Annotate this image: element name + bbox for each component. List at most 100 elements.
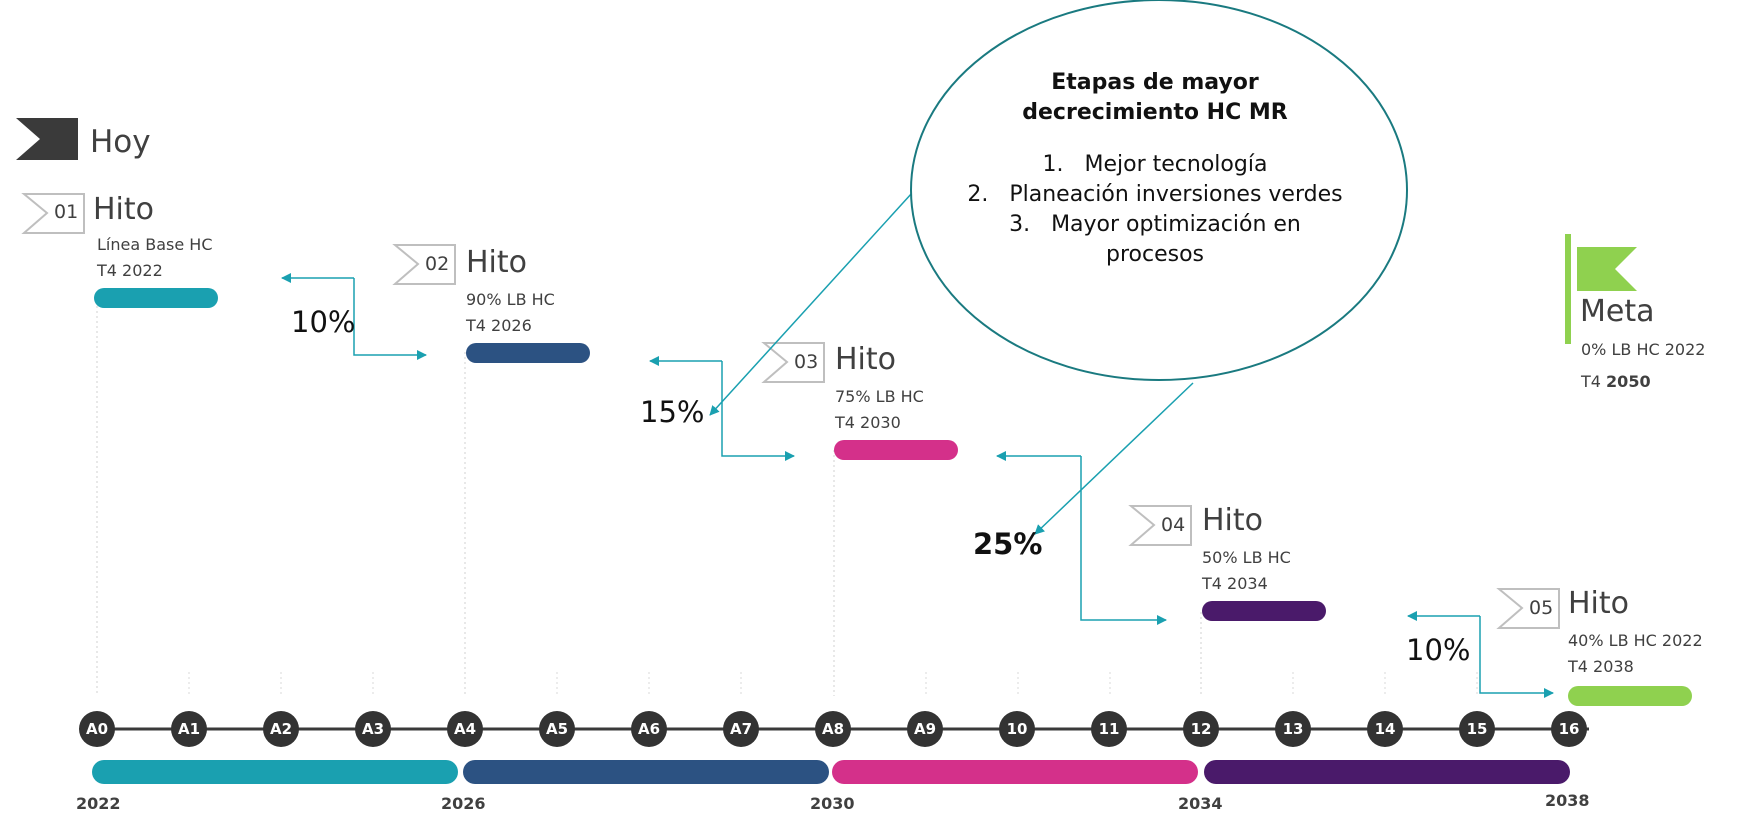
tick-circle-13 bbox=[1275, 711, 1311, 747]
reduction-pct-4: 10% bbox=[1406, 633, 1471, 667]
tick-circle-12 bbox=[1183, 711, 1219, 747]
milestone-bar-05 bbox=[1568, 686, 1692, 706]
milestone-bar-03 bbox=[834, 440, 958, 460]
tick-circle-16 bbox=[1551, 711, 1587, 747]
tick-circle-A8 bbox=[815, 711, 851, 747]
callout-item-1: 1. Mejor tecnología bbox=[1042, 152, 1268, 177]
tick-label-A7: A7 bbox=[730, 720, 752, 738]
tick-circle-10 bbox=[999, 711, 1035, 747]
tick-label-A4: A4 bbox=[454, 720, 476, 738]
callout-pointer-1 bbox=[709, 192, 913, 416]
tick-label-A9: A9 bbox=[914, 720, 936, 738]
goal-flag-pole bbox=[1565, 234, 1571, 344]
milestone-line2-05: T4 2038 bbox=[1568, 657, 1634, 676]
milestone-flag-icon-02 bbox=[392, 244, 456, 285]
milestone-bar-01 bbox=[94, 288, 218, 308]
milestone-bar-04 bbox=[1202, 601, 1326, 621]
tick-label-16: 16 bbox=[1559, 720, 1580, 738]
tick-label-12: 12 bbox=[1191, 720, 1212, 738]
phase-bar-2 bbox=[463, 760, 829, 784]
milestone-line2-03: T4 2030 bbox=[835, 413, 901, 432]
callout-list: 1. Mejor tecnología 2. Planeación invers… bbox=[965, 150, 1345, 270]
tick-label-A5: A5 bbox=[546, 720, 568, 738]
milestone-number-03: 03 bbox=[794, 351, 819, 373]
milestone-flag-icon-03 bbox=[761, 342, 825, 383]
phase-bar-3 bbox=[832, 760, 1198, 784]
phase-bar-4 bbox=[1204, 760, 1570, 784]
tick-circle-A5 bbox=[539, 711, 575, 747]
milestone-number-04: 04 bbox=[1161, 514, 1186, 536]
year-label-2022: 2022 bbox=[76, 794, 121, 813]
tick-circle-A9 bbox=[907, 711, 943, 747]
today-flag-icon bbox=[16, 118, 78, 160]
milestone-title-03: Hito bbox=[835, 342, 897, 377]
tick-label-10: 10 bbox=[1007, 720, 1028, 738]
reduction-pct-3: 25% bbox=[973, 527, 1043, 561]
tick-circle-A1 bbox=[171, 711, 207, 747]
tick-circle-15 bbox=[1459, 711, 1495, 747]
tick-label-A3: A3 bbox=[362, 720, 384, 738]
tick-circle-A3 bbox=[355, 711, 391, 747]
goal-flag-icon bbox=[1577, 247, 1637, 291]
tick-circle-A7 bbox=[723, 711, 759, 747]
goal-line2-year: 2050 bbox=[1606, 372, 1651, 391]
milestone-line2-02: T4 2026 bbox=[466, 316, 532, 335]
milestone-flag-icon-05 bbox=[1496, 588, 1560, 629]
tick-label-A0: A0 bbox=[86, 720, 108, 738]
milestone-title-04: Hito bbox=[1202, 503, 1264, 538]
today-label: Hoy bbox=[90, 124, 151, 160]
tick-circle-11 bbox=[1091, 711, 1127, 747]
reduction-pct-2: 15% bbox=[640, 395, 705, 429]
milestone-line1-04: 50% LB HC bbox=[1202, 548, 1291, 567]
milestone-line1-01: Línea Base HC bbox=[97, 235, 213, 254]
callout-ellipse bbox=[910, 0, 1408, 381]
milestone-number-02: 02 bbox=[425, 253, 450, 275]
tick-label-11: 11 bbox=[1099, 720, 1120, 738]
milestone-title-05: Hito bbox=[1568, 586, 1630, 621]
goal-line2: T4 2050 bbox=[1581, 369, 1651, 395]
tick-label-15: 15 bbox=[1467, 720, 1488, 738]
goal-line1: 0% LB HC 2022 bbox=[1581, 340, 1706, 359]
tick-label-13: 13 bbox=[1283, 720, 1304, 738]
callout-pointer-2 bbox=[1034, 382, 1194, 535]
milestone-bar-02 bbox=[466, 343, 590, 363]
callout-title-line1: Etapas de mayor bbox=[1051, 70, 1259, 95]
tick-circle-14 bbox=[1367, 711, 1403, 747]
phase-bar-1 bbox=[92, 760, 458, 784]
callout-item-2: 2. Planeación inversiones verdes bbox=[967, 182, 1343, 207]
milestone-flag-icon-04 bbox=[1128, 505, 1192, 546]
tick-circle-A0 bbox=[79, 711, 115, 747]
milestone-number-01: 01 bbox=[54, 201, 79, 223]
year-label-2034: 2034 bbox=[1178, 794, 1223, 813]
milestone-title-01: Hito bbox=[93, 192, 155, 227]
reduction-pct-1: 10% bbox=[291, 305, 356, 339]
tick-label-A8: A8 bbox=[822, 720, 844, 738]
milestone-line1-02: 90% LB HC bbox=[466, 290, 555, 309]
year-label-2026: 2026 bbox=[441, 794, 486, 813]
tick-label-A6: A6 bbox=[638, 720, 660, 738]
step-arrow-3b bbox=[1080, 456, 1167, 625]
callout-item-3: 3. Mayor optimización en procesos bbox=[1009, 212, 1301, 267]
milestone-flag-icon-01 bbox=[21, 193, 85, 234]
year-label-2030: 2030 bbox=[810, 794, 855, 813]
milestone-line2-01: T4 2022 bbox=[97, 261, 163, 280]
tick-circle-A6 bbox=[631, 711, 667, 747]
milestone-line1-05: 40% LB HC 2022 bbox=[1568, 631, 1703, 650]
milestone-line2-04: T4 2034 bbox=[1202, 574, 1268, 593]
step-arrow-1b bbox=[353, 278, 427, 360]
milestone-number-05: 05 bbox=[1529, 597, 1554, 619]
milestone-line1-03: 75% LB HC bbox=[835, 387, 924, 406]
goal-line2-prefix: T4 bbox=[1581, 372, 1607, 391]
tick-label-A2: A2 bbox=[270, 720, 292, 738]
milestone-title-02: Hito bbox=[466, 245, 528, 280]
callout-title-line2: decrecimiento HC MR bbox=[1022, 100, 1288, 125]
tick-circle-A2 bbox=[263, 711, 299, 747]
tick-label-A1: A1 bbox=[178, 720, 200, 738]
tick-circle-A4 bbox=[447, 711, 483, 747]
goal-title: Meta bbox=[1580, 294, 1655, 329]
step-arrow-4b bbox=[1479, 616, 1554, 698]
tick-label-14: 14 bbox=[1375, 720, 1396, 738]
step-arrow-2b bbox=[721, 361, 795, 461]
callout-text: Etapas de mayor decrecimiento HC MR 1. M… bbox=[965, 68, 1345, 270]
